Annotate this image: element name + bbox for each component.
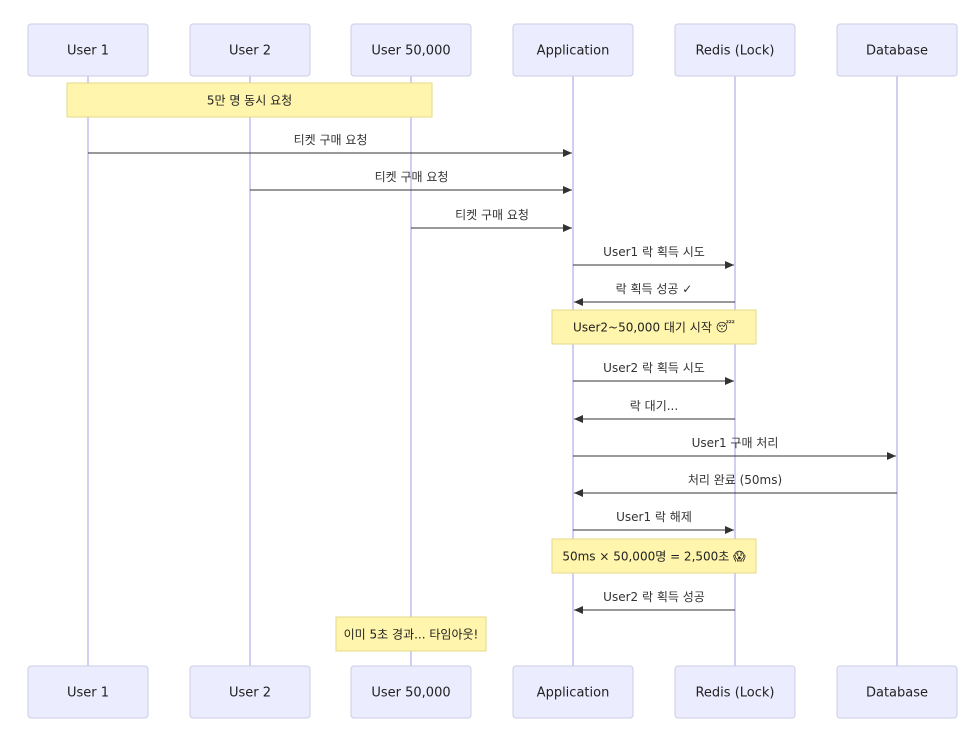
actor-label: Application xyxy=(537,686,610,701)
actor-label: User 50,000 xyxy=(371,686,450,701)
message-label: 락 획득 성공 ✓ xyxy=(616,282,693,296)
actor-label: User 2 xyxy=(229,44,271,59)
note: 50ms × 50,000명 = 2,500초 😱 xyxy=(551,538,757,574)
actor-box xyxy=(350,23,472,77)
note-text: 이미 5초 경과... 타임아웃! xyxy=(344,628,479,642)
actor-top-redis: Redis (Lock) xyxy=(674,23,796,77)
note: 이미 5초 경과... 타임아웃! xyxy=(335,616,487,652)
actor-bottom-u1: User 1 xyxy=(27,665,149,719)
actor-box xyxy=(512,665,634,719)
actor-bottom-db: Database xyxy=(836,665,958,719)
note-box xyxy=(335,616,487,652)
note-box xyxy=(66,82,433,118)
message-label: User1 락 획득 시도 xyxy=(603,245,705,259)
actor-box xyxy=(836,665,958,719)
message: User2 락 획득 시도 xyxy=(573,361,734,385)
actor-label: User 2 xyxy=(229,686,271,701)
actor-label: User 1 xyxy=(67,44,109,59)
message: 티켓 구매 요청 xyxy=(88,133,572,157)
message-label: User2 락 획득 성공 xyxy=(603,590,705,604)
message: 티켓 구매 요청 xyxy=(411,208,572,232)
message-label: 티켓 구매 요청 xyxy=(375,170,449,184)
actor-top-u2: User 2 xyxy=(189,23,311,77)
actor-box xyxy=(189,665,311,719)
actor-top-db: Database xyxy=(836,23,958,77)
note-text: User2~50,000 대기 시작 😴 xyxy=(573,321,735,335)
actor-label: Database xyxy=(866,44,928,59)
actor-top-app: Application xyxy=(512,23,634,77)
message: 티켓 구매 요청 xyxy=(250,170,572,194)
actor-bottom-u50k: User 50,000 xyxy=(350,665,472,719)
note-text: 5만 명 동시 요청 xyxy=(207,94,292,108)
actor-label: Application xyxy=(537,44,610,59)
actor-label: Redis (Lock) xyxy=(695,44,774,59)
actor-box xyxy=(27,23,149,77)
message: 락 대기... xyxy=(574,399,735,423)
message-label: User1 락 해제 xyxy=(616,510,692,524)
actor-box xyxy=(674,665,796,719)
note-text: 50ms × 50,000명 = 2,500초 😱 xyxy=(562,550,746,564)
actor-bottom-redis: Redis (Lock) xyxy=(674,665,796,719)
actor-box xyxy=(27,665,149,719)
message: User1 락 해제 xyxy=(573,510,734,534)
note-box xyxy=(551,538,757,574)
message-label: 락 대기... xyxy=(630,399,678,413)
message: User2 락 획득 성공 xyxy=(574,590,735,614)
actor-bottom-app: Application xyxy=(512,665,634,719)
actor-label: Database xyxy=(866,686,928,701)
note: User2~50,000 대기 시작 😴 xyxy=(551,309,757,345)
message-label: User2 락 획득 시도 xyxy=(603,361,705,375)
actor-label: User 1 xyxy=(67,686,109,701)
actor-box xyxy=(836,23,958,77)
actor-box xyxy=(674,23,796,77)
actor-bottom-u2: User 2 xyxy=(189,665,311,719)
message-label: User1 구매 처리 xyxy=(692,436,779,450)
message: 처리 완료 (50ms) xyxy=(574,473,897,497)
message-label: 티켓 구매 요청 xyxy=(294,133,368,147)
actor-label: User 50,000 xyxy=(371,44,450,59)
actor-box xyxy=(189,23,311,77)
actor-top-u50k: User 50,000 xyxy=(350,23,472,77)
message-label: 처리 완료 (50ms) xyxy=(688,473,782,487)
actor-label: Redis (Lock) xyxy=(695,686,774,701)
message: User1 락 획득 시도 xyxy=(573,245,734,269)
actor-box xyxy=(512,23,634,77)
message: User1 구매 처리 xyxy=(573,436,896,460)
actor-box xyxy=(350,665,472,719)
actor-top-u1: User 1 xyxy=(27,23,149,77)
note-box xyxy=(551,309,757,345)
note: 5만 명 동시 요청 xyxy=(66,82,433,118)
message-label: 티켓 구매 요청 xyxy=(455,208,529,222)
message: 락 획득 성공 ✓ xyxy=(574,282,735,306)
